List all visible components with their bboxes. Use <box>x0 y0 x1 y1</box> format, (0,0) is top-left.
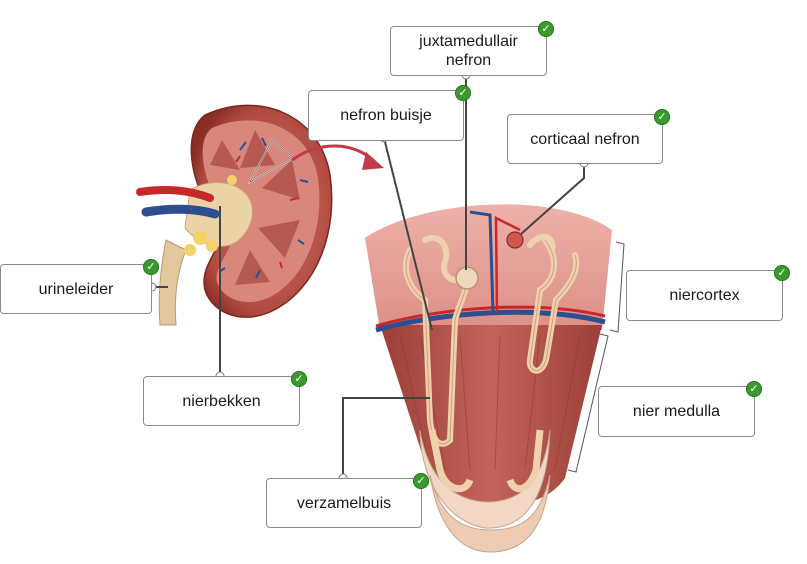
check-circle-icon: ✓ <box>538 21 554 37</box>
label-verzamelbuis[interactable]: verzamelbuis ✓ <box>266 473 429 528</box>
cortex-bracket <box>609 241 625 333</box>
label-text: urineleider <box>38 280 114 298</box>
label-text: nefron buisje <box>340 107 432 124</box>
label-line-2: nefron <box>445 52 492 69</box>
label-nier-medulla[interactable]: nier medulla ✓ <box>598 381 762 437</box>
check-circle-icon: ✓ <box>143 259 159 275</box>
label-text: verzamelbuis <box>296 494 392 512</box>
label-corticaal-nefron[interactable]: corticaal nefron ✓ <box>507 109 670 164</box>
label-nefron-buisje[interactable]: nefron buisje ✓ <box>308 85 471 141</box>
label-text: nierbekken <box>182 392 261 410</box>
kidney-cross-section <box>136 104 333 326</box>
check-circle-icon: ✓ <box>654 109 670 125</box>
check-circle-icon: ✓ <box>746 381 762 397</box>
leader-lines <box>152 75 585 478</box>
medulla-bracket <box>567 333 609 473</box>
label-text: corticaal nefron <box>530 130 640 148</box>
label-urineleider[interactable]: urineleider ✓ <box>0 259 159 314</box>
label-text: nier medulla <box>632 403 721 420</box>
check-circle-icon: ✓ <box>291 371 307 387</box>
label-line-1: juxtamedullair <box>419 33 518 50</box>
label-text: niercortex <box>669 287 740 304</box>
check-circle-icon: ✓ <box>774 265 790 281</box>
check-circle-icon: ✓ <box>455 85 471 101</box>
label-niercortex[interactable]: niercortex ✓ <box>626 265 790 321</box>
label-nierbekken[interactable]: nierbekken ✓ <box>143 371 307 426</box>
nephron-zoom <box>365 204 612 553</box>
check-circle-icon: ✓ <box>413 473 429 489</box>
label-text: juxtamedullair nefron <box>413 32 524 70</box>
zoom-arrow-icon <box>362 152 384 170</box>
label-juxtamedullair-nefron[interactable]: juxtamedullair nefron ✓ <box>390 21 554 76</box>
